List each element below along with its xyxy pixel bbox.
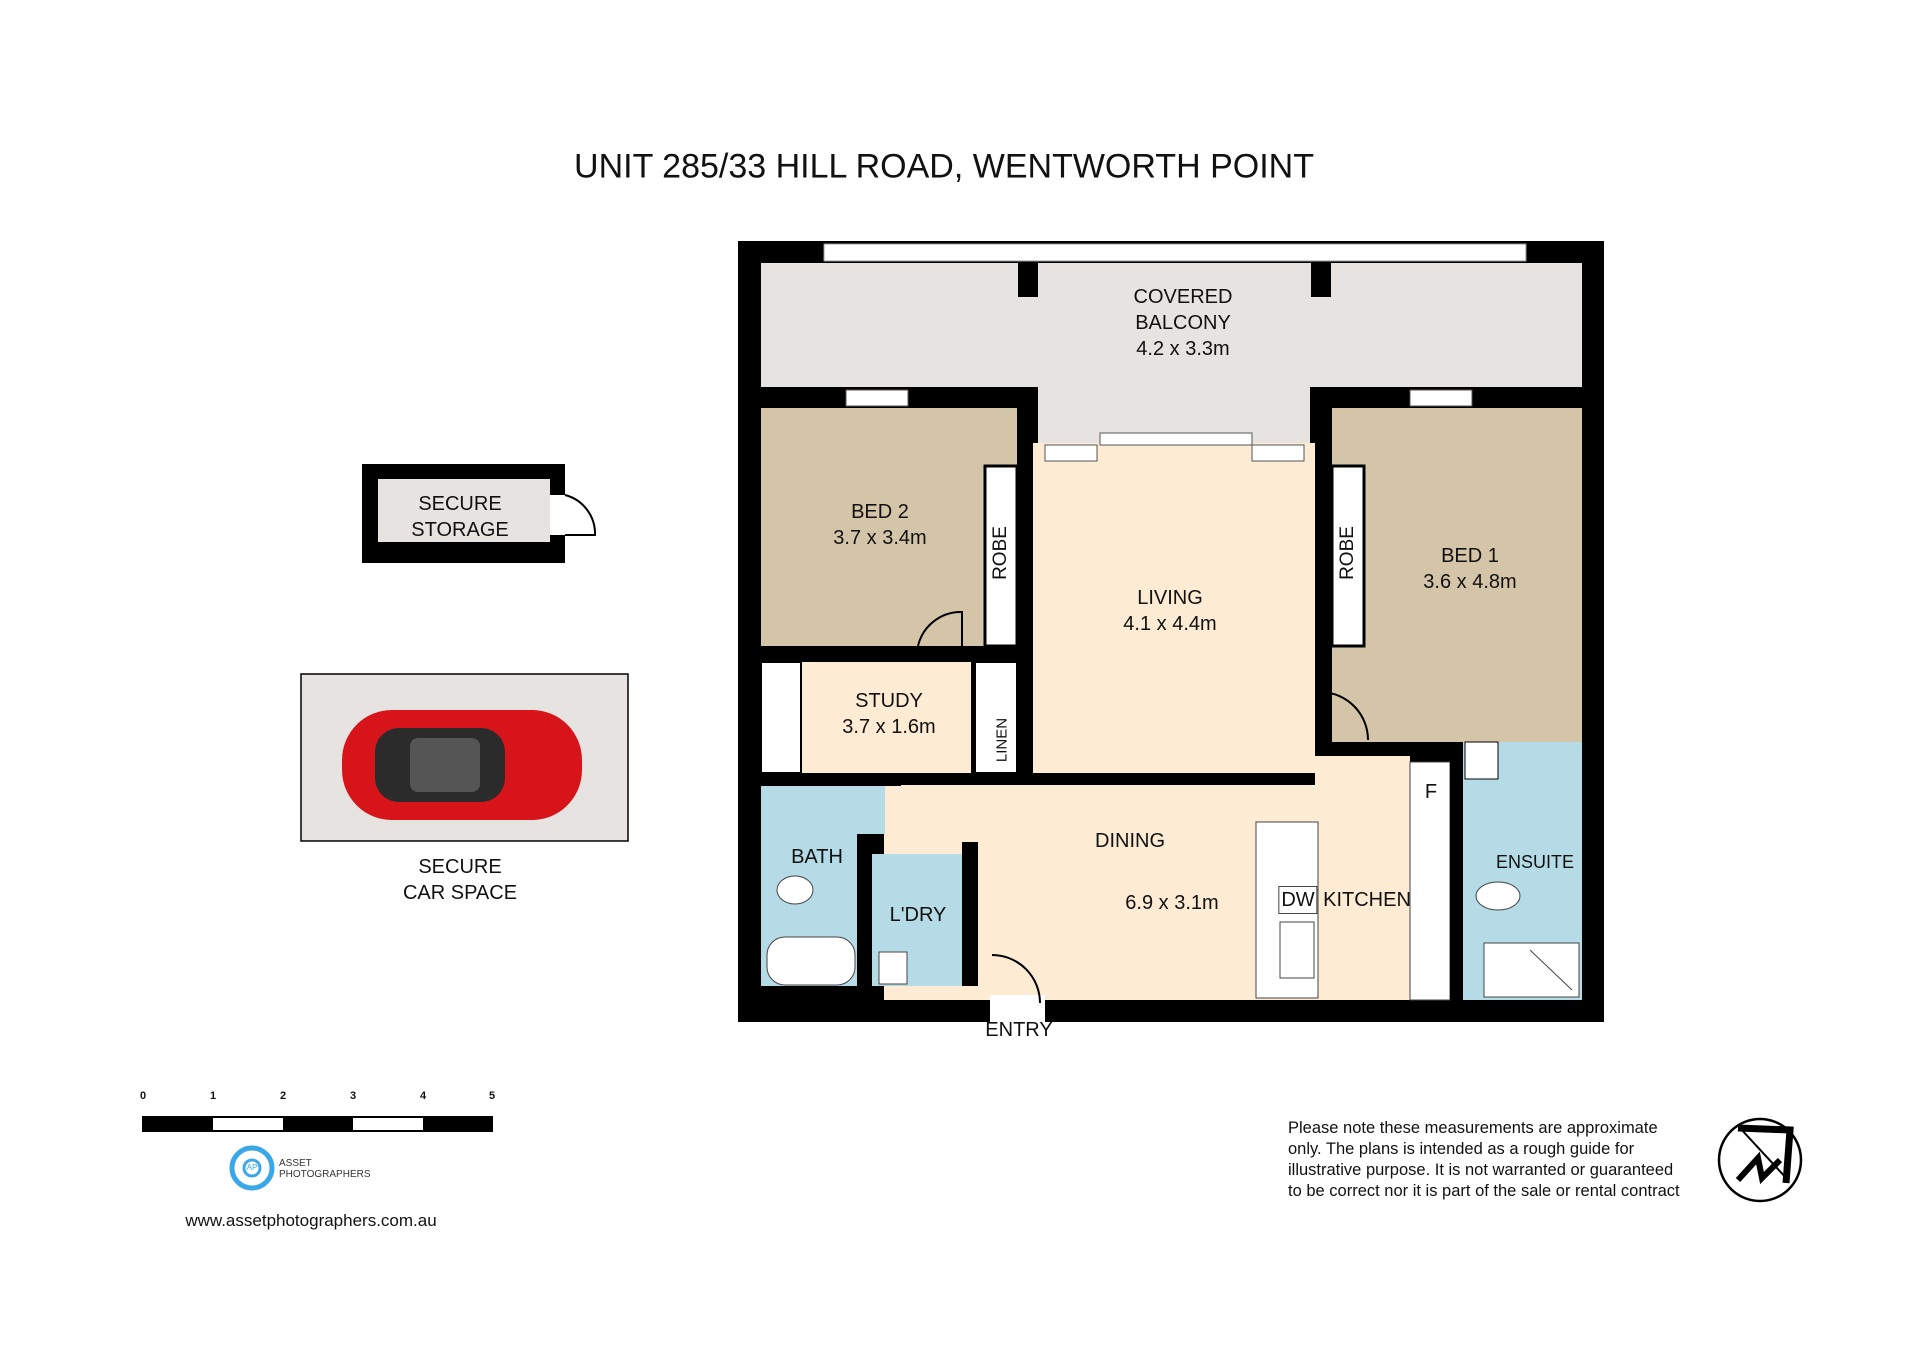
wall (761, 773, 901, 786)
study-name: STUDY (855, 690, 923, 712)
car-icon (342, 710, 582, 820)
logo-line1: ASSET (279, 1158, 312, 1169)
storage-door-opening[interactable] (550, 495, 565, 535)
linen-label: LINEN (993, 717, 1011, 763)
toilet (776, 875, 814, 905)
scale-tick: 3 (349, 1090, 357, 1102)
balcony-glass (823, 243, 1527, 262)
entry-opening[interactable] (990, 995, 1045, 1022)
storage-floor (378, 479, 550, 542)
car-space-label: SECURE CAR SPACE (403, 854, 517, 906)
dining-size: 6.9 x 3.1m (1125, 892, 1219, 914)
laundry-tub (878, 951, 908, 985)
wall (1315, 742, 1463, 756)
living-label: LIVING 4.1 x 4.4m (1123, 585, 1216, 637)
window (845, 389, 909, 407)
window (1409, 389, 1473, 407)
balcony-size: 4.2 x 3.3m (1136, 338, 1230, 360)
balcony-column (1018, 263, 1038, 297)
wall (1450, 742, 1463, 1000)
bed1-door-swing (1321, 691, 1370, 741)
bed1-floor (1332, 408, 1582, 742)
page-title: UNIT 285/33 HILL ROAD, WENTWORTH POINT (574, 147, 1314, 186)
scale-tick: 4 (419, 1090, 427, 1102)
scale-tick: 2 (279, 1090, 287, 1102)
storage-label: SECURE STORAGE (411, 491, 508, 543)
kitchen-sink (1279, 921, 1315, 979)
study-cupboard (760, 661, 802, 774)
bathtub (766, 936, 856, 986)
storage-line1: SECURE (418, 493, 502, 515)
wall (962, 842, 978, 986)
car-space-line1: SECURE (418, 856, 502, 878)
bed1-size: 3.6 x 4.8m (1423, 571, 1517, 593)
logo-text: ASSET PHOTOGRAPHERS (279, 1158, 371, 1180)
wall (857, 834, 872, 986)
dishwasher-label: DW (1278, 886, 1318, 914)
north-arrow-icon (1717, 1117, 1803, 1203)
balcony-name-line1: COVERED (1133, 286, 1233, 308)
ensuite-cupboard (1464, 741, 1499, 780)
living-name: LIVING (1137, 587, 1203, 609)
scale-tick: 1 (209, 1090, 217, 1102)
bath-door-area (857, 786, 885, 834)
living-floor (1033, 443, 1315, 773)
balcony-label: COVERED BALCONY 4.2 x 3.3m (1134, 284, 1233, 362)
ensuite-toilet (1475, 881, 1521, 911)
storage-door-swing (564, 494, 597, 536)
ensuite-label: ENSUITE (1495, 852, 1575, 872)
scale-bar (142, 1116, 493, 1132)
study-size: 3.7 x 1.6m (842, 716, 936, 738)
website-link[interactable]: www.assetphotographers.com.au (185, 1211, 437, 1230)
bath-label: BATH (791, 846, 843, 868)
dining-name: DINING (1095, 830, 1165, 852)
scale-tick: 5 (488, 1090, 496, 1102)
wall (971, 773, 1097, 785)
bed1-name: BED 1 (1441, 545, 1499, 567)
bed2-door-swing (917, 610, 963, 647)
bed2-size: 3.7 x 3.4m (833, 527, 927, 549)
balcony-name-line2: BALCONY (1135, 312, 1231, 334)
bed1-label: BED 1 3.6 x 4.8m (1423, 543, 1516, 595)
robe-right-label: ROBE (1337, 526, 1358, 580)
car-space-line2: CAR SPACE (402, 882, 518, 904)
logo-mark: AP (246, 1163, 258, 1172)
kitchen-label: KITCHEN (1323, 889, 1411, 911)
sliding-door (1099, 432, 1253, 446)
scale-tick: 0 (139, 1090, 147, 1102)
disclaimer-text: Please note these measurements are appro… (1288, 1119, 1680, 1200)
fridge-label: F (1424, 781, 1438, 803)
kitchen-cabinets (1409, 761, 1451, 1001)
asset-photographers-logo-icon (229, 1145, 275, 1191)
bed2-name: BED 2 (851, 501, 909, 523)
shower-drain (1529, 949, 1573, 991)
wall (1017, 387, 1033, 773)
entry-door-swing (991, 954, 1041, 1004)
window (1251, 444, 1305, 462)
storage-line2: STORAGE (411, 519, 509, 541)
robe-left-label: ROBE (990, 526, 1011, 580)
logo-line2: PHOTOGRAPHERS (279, 1169, 371, 1180)
bed2-floor (761, 408, 1017, 646)
balcony-column (1311, 263, 1331, 297)
balcony-floor (761, 263, 1582, 387)
living-size: 4.1 x 4.4m (1123, 613, 1217, 635)
bed2-label: BED 2 3.7 x 3.4m (833, 499, 926, 551)
study-label: STUDY 3.7 x 1.6m (842, 688, 935, 740)
laundry-label: L'DRY (889, 904, 947, 926)
wall (761, 646, 1017, 662)
entry-label[interactable]: ENTRY (985, 1019, 1053, 1041)
window (1044, 444, 1098, 462)
wall (1315, 387, 1332, 742)
